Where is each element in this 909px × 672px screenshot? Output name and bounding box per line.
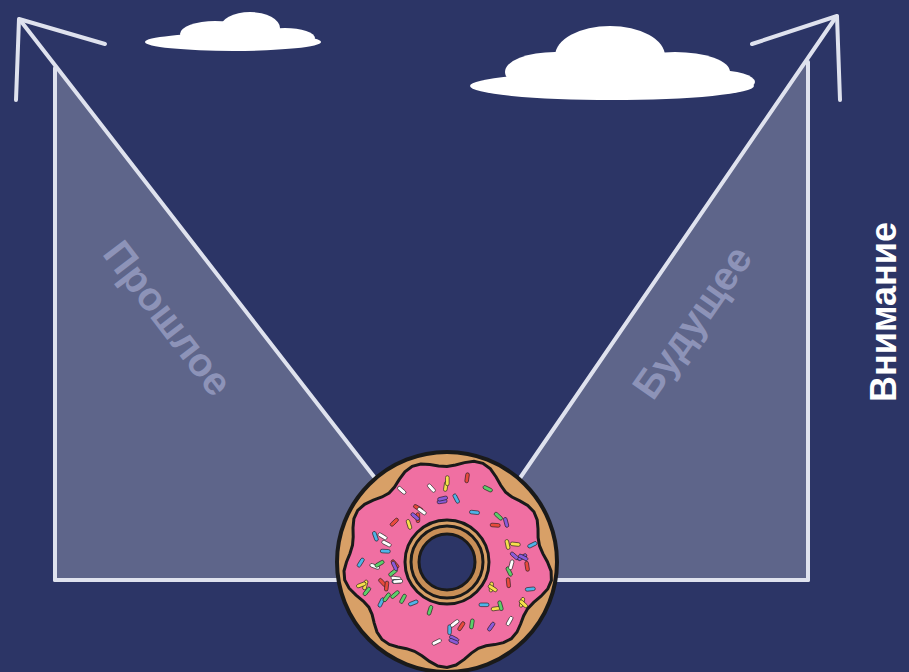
axis-line <box>53 68 57 580</box>
sprinkle <box>381 540 392 548</box>
sprinkle <box>399 594 407 605</box>
sprinkle <box>518 599 528 608</box>
sprinkle <box>392 579 402 583</box>
sprinkle <box>517 553 527 561</box>
sprinkle <box>380 549 390 553</box>
sprinkle <box>397 486 407 495</box>
past-area <box>55 66 375 580</box>
donut <box>337 452 557 672</box>
sprinkle <box>446 476 450 486</box>
sprinkle <box>482 485 493 493</box>
sprinkle <box>493 512 503 521</box>
sprinkle <box>527 541 538 549</box>
sprinkle <box>505 539 511 550</box>
sprinkle <box>427 605 434 616</box>
sprinkle <box>408 599 419 606</box>
sprinkle <box>437 496 448 502</box>
cloud <box>470 26 755 100</box>
sprinkle <box>525 561 530 571</box>
sprinkle <box>452 493 460 504</box>
sprinkle <box>374 560 384 568</box>
sprinkle <box>384 581 389 591</box>
sprinkle <box>382 592 391 602</box>
sprinkle <box>393 579 403 583</box>
sprinkle <box>410 512 420 521</box>
sprinkle <box>487 621 496 631</box>
sprinkle <box>391 561 399 572</box>
axis-line <box>540 578 808 582</box>
past-arrow <box>20 20 375 478</box>
sprinkle <box>448 638 459 645</box>
arrow-head <box>752 16 840 100</box>
sprinkle <box>377 532 387 540</box>
axis-line <box>55 578 360 582</box>
sprinkle <box>506 578 511 588</box>
sprinkle <box>518 554 529 562</box>
sprinkle <box>525 587 535 592</box>
cloud <box>145 12 321 51</box>
sprinkle <box>503 517 509 528</box>
sprinkle <box>469 619 474 629</box>
icing <box>344 461 551 667</box>
sprinkle <box>427 483 436 493</box>
sprinkle <box>450 619 460 628</box>
sprinkle <box>510 542 520 547</box>
axis-line <box>806 62 810 580</box>
sprinkle <box>465 473 470 483</box>
sprinkle <box>488 584 498 592</box>
sprinkle <box>362 586 371 596</box>
sprinkle <box>417 507 427 516</box>
sprinkle <box>508 560 514 571</box>
arrow-head <box>16 19 105 100</box>
sprinkle <box>469 510 479 515</box>
future-arrow <box>520 17 836 478</box>
future-area <box>520 59 808 580</box>
axis-title: Внимание <box>866 222 902 402</box>
sprinkle <box>490 523 500 527</box>
sprinkle <box>389 517 399 527</box>
sprinkle <box>431 638 442 646</box>
sprinkle <box>479 603 489 607</box>
sprinkle <box>406 519 413 530</box>
sprinkle <box>506 616 514 626</box>
sprinkle <box>390 590 400 599</box>
sprinkle <box>356 581 367 588</box>
sprinkle <box>372 531 379 542</box>
sprinkle <box>357 557 365 567</box>
sprinkle <box>497 600 503 611</box>
